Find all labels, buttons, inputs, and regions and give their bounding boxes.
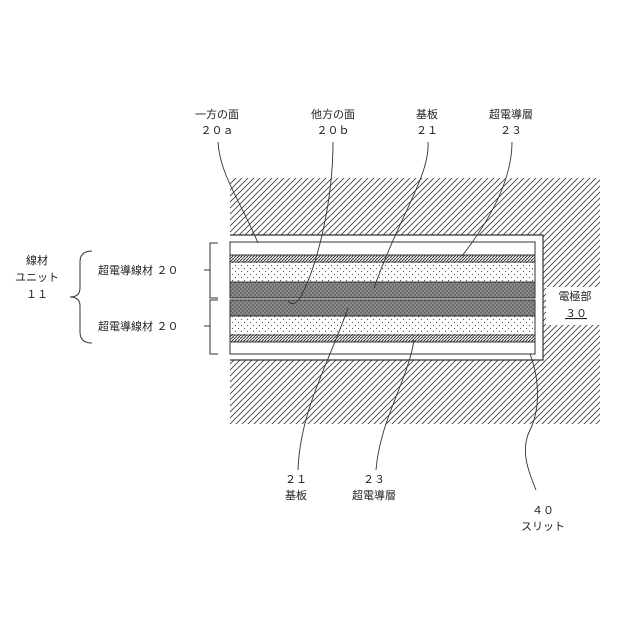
bottom-label-superconducting-layer: 超電導層 bbox=[352, 488, 396, 502]
top-label-substrate: 基板 bbox=[416, 107, 438, 121]
bottom-ref-40: ４０ bbox=[532, 504, 554, 517]
top-label-other-surface: 他方の面 bbox=[311, 107, 355, 121]
wire-label-upper: 超電導線材 ２０ bbox=[98, 263, 179, 277]
upper-superconducting-layer bbox=[230, 255, 535, 262]
bottom-ref-23: ２３ bbox=[363, 473, 385, 486]
wire-label-lower: 超電導線材 ２０ bbox=[98, 319, 179, 333]
electrode-name-label: 電極部 bbox=[559, 289, 592, 303]
wire-bracket-upper bbox=[204, 243, 218, 298]
unit-name-line1: 線材 bbox=[26, 253, 48, 267]
lower-substrate-layer bbox=[230, 300, 535, 316]
top-ref-20b: ２０ｂ bbox=[317, 124, 350, 137]
lower-outer-layer bbox=[230, 342, 535, 354]
electrode-ref-label: ３０ bbox=[565, 307, 587, 320]
wire-bracket-lower bbox=[204, 300, 218, 354]
lower-superconducting-wire bbox=[230, 300, 535, 354]
top-ref-21: ２１ bbox=[416, 124, 438, 137]
bottom-ref-21: ２１ bbox=[285, 473, 307, 486]
unit-brace bbox=[70, 251, 92, 343]
top-ref-20a: ２０ａ bbox=[201, 124, 234, 137]
lower-middle-layer bbox=[230, 316, 535, 335]
unit-name-line2: ユニット bbox=[15, 271, 59, 284]
upper-superconducting-wire bbox=[230, 242, 535, 298]
upper-substrate-layer bbox=[230, 282, 535, 298]
bottom-label-slit: スリット bbox=[521, 520, 565, 533]
lower-superconducting-layer bbox=[230, 335, 535, 342]
upper-outer-layer bbox=[230, 242, 535, 255]
unit-ref-11: １１ bbox=[26, 288, 48, 301]
top-ref-23: ２３ bbox=[500, 124, 522, 137]
bottom-label-substrate: 基板 bbox=[285, 488, 307, 502]
top-label-superconducting-layer: 超電導層 bbox=[489, 107, 533, 121]
top-label-one-surface: 一方の面 bbox=[195, 107, 239, 121]
